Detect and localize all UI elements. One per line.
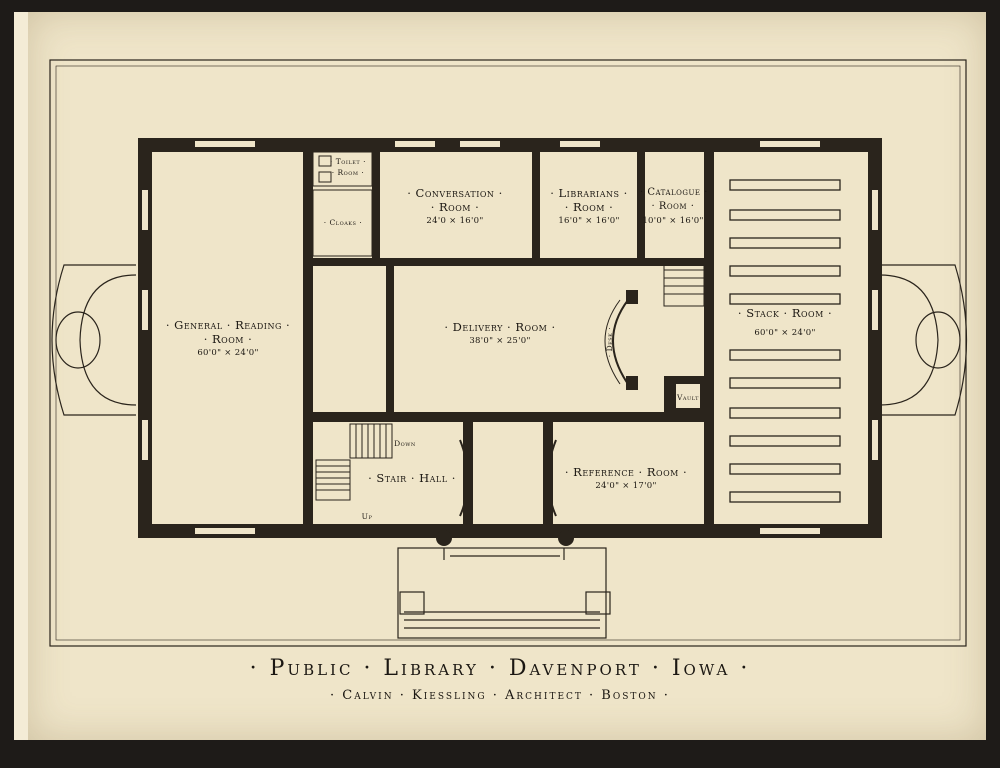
vault-name: Vault <box>677 393 699 402</box>
drawing-subtitle: · Calvin · Kiessling · Architect · Bosto… <box>330 688 670 703</box>
general-reading-room-name: · General · Reading · <box>165 318 291 332</box>
stack-room-name: · Stack · Room · <box>737 306 833 320</box>
reference-room-label: · Reference · Room · 24'0" × 17'0" <box>556 465 696 493</box>
right-porch-column <box>915 311 961 369</box>
entrance-landing <box>397 547 607 639</box>
right-porch-outline <box>880 264 968 416</box>
conversation-room-name-2: · Room · <box>430 200 480 214</box>
toilet-room-name: · Toilet · <box>330 157 366 166</box>
conversation-room-name: · Conversation · <box>407 186 503 200</box>
stack-room-size: 60'0" × 24'0" <box>754 328 816 338</box>
conversation-room-label: · Conversation · · Room · 24'0 × 16'0" <box>382 186 528 228</box>
left-porch-outline <box>51 264 136 416</box>
stair-run-lower <box>315 459 351 501</box>
desk-name: · Desk · <box>605 326 614 358</box>
cloaks-name: · Cloaks · <box>323 218 363 227</box>
south-wall <box>138 524 882 538</box>
delivery-room-label: · Delivery · Room · 38'0" × 25'0" <box>400 320 600 348</box>
toilet-room-name-2: · Room · <box>331 168 365 177</box>
drawing-title: · Public · Library · Davenport · Iowa · <box>249 656 751 681</box>
paper-edge <box>14 12 30 740</box>
catalogue-room-name: · Catalogue · <box>640 187 708 198</box>
delivery-room-name: · Delivery · Room · <box>444 320 556 334</box>
west-wall <box>138 138 152 538</box>
vault-label: Vault <box>674 391 702 405</box>
stair-run-upper <box>349 423 393 459</box>
stair-up-name: Up <box>361 512 373 521</box>
drawing-sheet <box>28 12 986 740</box>
toilet-room-label: · Toilet · · Room · <box>326 156 370 178</box>
catalogue-room-name-2: · Room · <box>651 201 695 212</box>
cloaks-label: · Cloaks · <box>314 216 372 230</box>
desk-label: · Desk · <box>603 322 617 362</box>
left-porch-column <box>55 311 101 369</box>
stair-hall-label: · Stair · Hall · <box>362 471 462 485</box>
general-reading-room-size: 60'0" × 24'0" <box>197 348 259 358</box>
stair-hall-name: · Stair · Hall · <box>368 471 456 485</box>
north-wall <box>138 138 882 152</box>
librarians-room-size: 16'0" × 16'0" <box>558 216 620 226</box>
general-reading-room-name-2: · Room · <box>203 332 253 346</box>
librarians-room-name-2: · Room · <box>564 200 614 214</box>
conversation-room-size: 24'0 × 16'0" <box>426 216 484 226</box>
delivery-room-size: 38'0" × 25'0" <box>469 336 531 346</box>
stair-up-label: Up <box>358 510 376 524</box>
general-reading-room-label: · General · Reading · · Room · 60'0" × 2… <box>158 318 298 360</box>
stack-room-label: · Stack · Room · 60'0" × 24'0" <box>722 306 848 340</box>
stair-down-label: Down <box>392 437 418 451</box>
catalogue-room-label: · Catalogue · · Room · 10'0" × 16'0" <box>640 186 708 228</box>
inner-border-line <box>55 65 961 641</box>
delivery-desk <box>612 299 629 385</box>
catalogue-room-size: 10'0" × 16'0" <box>642 216 704 226</box>
reference-room-name: · Reference · Room · <box>564 465 688 479</box>
reference-room-size: 24'0" × 17'0" <box>595 481 657 491</box>
stair-down-name: Down <box>394 439 416 448</box>
librarians-room-name: · Librarians · <box>550 186 628 200</box>
librarians-room-label: · Librarians · · Room · 16'0" × 16'0" <box>540 186 638 228</box>
east-wall <box>868 138 882 538</box>
